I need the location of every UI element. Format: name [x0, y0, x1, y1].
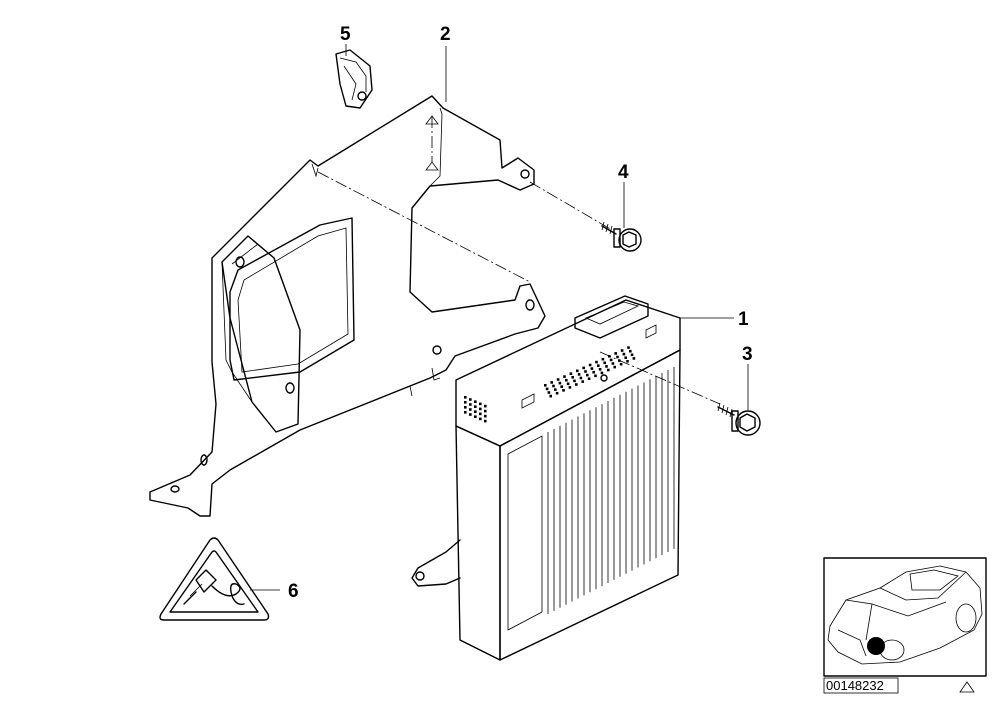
vent-hole: [590, 367, 594, 370]
vent-hole: [576, 369, 579, 373]
vent-hole: [619, 362, 623, 366]
vent-hole: [624, 356, 627, 359]
vent-hole: [613, 365, 616, 369]
vent-hole: [622, 352, 626, 356]
vent-hole: [469, 403, 472, 406]
vent-hole: [587, 377, 591, 380]
screw-part-4: [601, 221, 642, 252]
vent-hole: [563, 375, 566, 378]
vent-hole: [575, 383, 578, 386]
vent-hole: [616, 355, 619, 359]
vent-hole: [484, 419, 487, 423]
vent-hole: [594, 374, 597, 378]
vent-hole: [554, 388, 557, 391]
vent-hole: [566, 382, 570, 386]
vent-hole: [577, 373, 581, 376]
vent-hole: [469, 408, 472, 411]
vent-hole: [611, 362, 615, 365]
callout-4: 4: [618, 162, 629, 183]
vent-hole: [469, 413, 472, 416]
vent-hole: [484, 404, 487, 408]
control-module: [411, 295, 681, 661]
vent-hole: [609, 358, 613, 362]
vent-hole: [626, 360, 629, 363]
mounting-bracket: [149, 95, 546, 517]
vent-hole: [600, 371, 604, 375]
vent-hole: [630, 353, 634, 357]
assembly-line-bracket-to-module: [317, 171, 531, 283]
vent-hole: [550, 381, 553, 384]
vent-hole: [562, 389, 565, 392]
vent-hole: [629, 349, 632, 353]
vent-hole: [588, 363, 592, 367]
vent-hole: [627, 346, 630, 349]
vent-hole: [601, 357, 605, 361]
vent-hole: [474, 405, 477, 408]
diagram-number: 00148232: [826, 678, 884, 693]
vent-hole: [618, 359, 621, 362]
assembly-line-screw-4: [529, 181, 613, 231]
vent-hole: [569, 372, 573, 375]
vent-hole: [571, 376, 574, 379]
callout-3: 3: [742, 344, 753, 365]
vent-hole: [464, 411, 467, 414]
vent-hole: [560, 385, 563, 388]
vent-hole: [608, 355, 611, 358]
vent-hole: [474, 410, 477, 413]
vent-hole: [545, 387, 549, 391]
esd-warning-triangle-icon: [159, 537, 270, 621]
callout-1: 1: [738, 309, 749, 330]
module-heatsink-fins: [547, 366, 675, 614]
vent-hole: [584, 370, 587, 373]
vent-hole: [549, 394, 552, 398]
car-silhouette: [827, 565, 983, 665]
vent-hole: [582, 366, 585, 370]
vent-hole: [603, 361, 606, 365]
vent-hole: [595, 360, 598, 364]
location-marker: [867, 637, 885, 655]
vent-hole: [474, 400, 477, 403]
vent-hole: [484, 409, 487, 413]
vent-hole: [474, 415, 477, 418]
vent-hole: [581, 380, 584, 383]
vent-hole: [464, 396, 467, 399]
vent-hole: [607, 368, 610, 372]
vent-hole: [586, 373, 589, 377]
vent-hole: [479, 417, 482, 421]
vent-hole: [558, 381, 562, 385]
vent-hole: [598, 368, 602, 371]
vent-hole: [464, 401, 467, 404]
vent-hole: [597, 364, 600, 367]
vent-hole: [555, 391, 559, 395]
callout-6: 6: [288, 581, 299, 602]
vent-hole: [568, 386, 572, 389]
vent-hole: [479, 402, 482, 406]
vent-hole: [479, 412, 482, 416]
vent-hole: [573, 379, 576, 383]
module-vent-holes: [464, 346, 636, 423]
vent-hole: [614, 352, 617, 355]
vent-hole: [556, 378, 560, 381]
callout-2: 2: [440, 24, 451, 45]
vent-hole: [469, 398, 472, 401]
vent-hole: [565, 378, 568, 382]
vent-hole: [547, 391, 551, 394]
spring-clip-part-5: [335, 49, 373, 109]
vent-hole: [484, 414, 487, 418]
vent-hole: [544, 384, 547, 387]
vent-hole: [479, 407, 482, 411]
vent-hole: [632, 357, 636, 360]
vent-hole: [592, 370, 595, 374]
vent-hole: [605, 365, 608, 368]
vent-hole: [464, 406, 467, 409]
screw-part-3: [717, 402, 761, 436]
vent-hole: [620, 349, 624, 352]
callout-5: 5: [340, 24, 351, 45]
corner-triangle-icon: [959, 681, 975, 693]
vent-hole: [552, 384, 555, 388]
vehicle-location-inset: 00148232: [823, 557, 987, 694]
vent-hole: [579, 376, 583, 380]
